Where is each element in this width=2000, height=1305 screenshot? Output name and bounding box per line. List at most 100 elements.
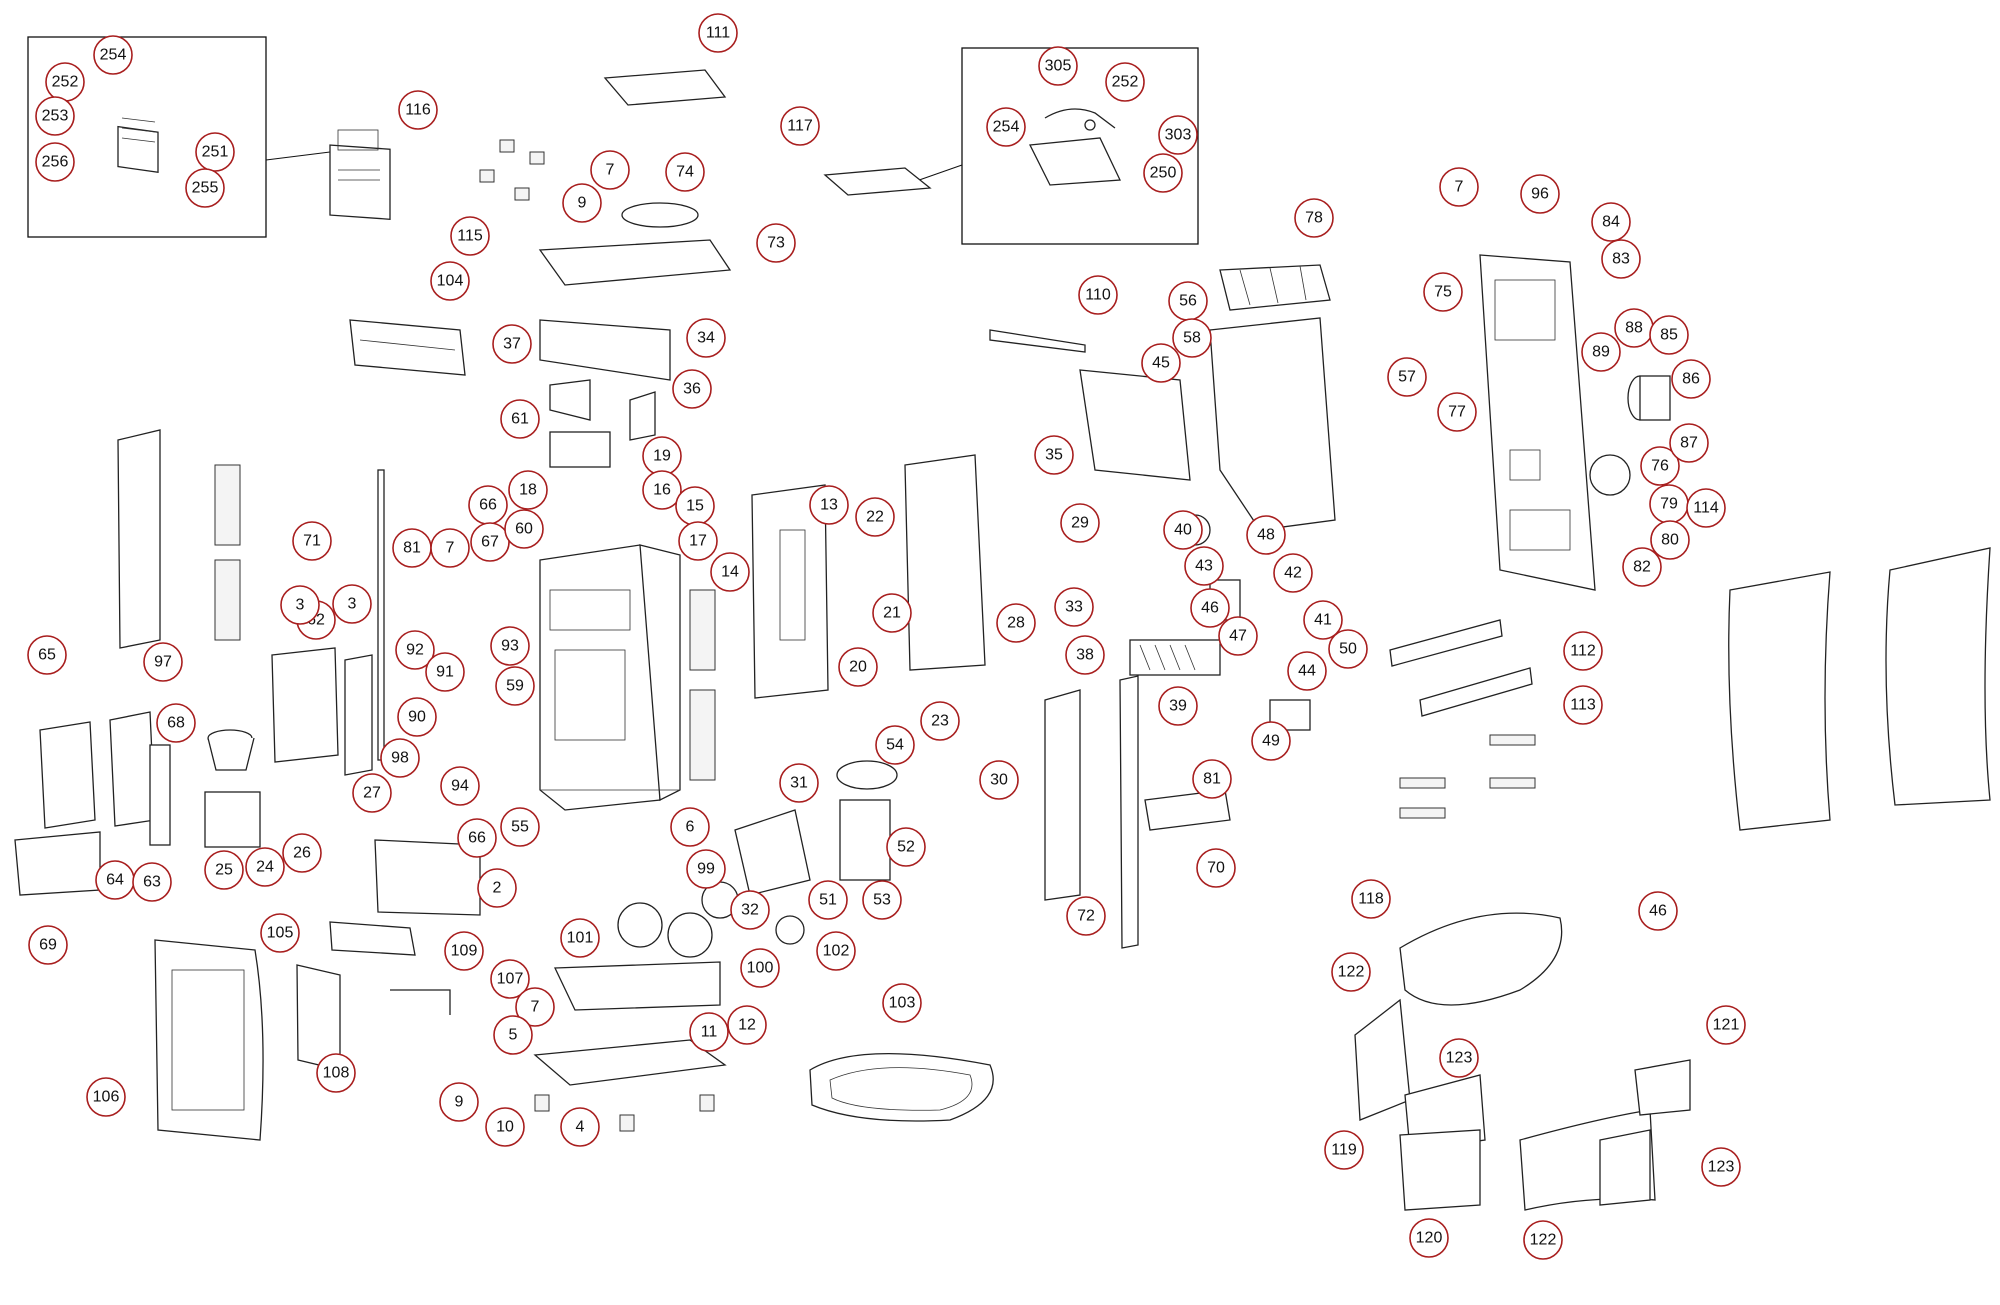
callout-21: 21 [872, 593, 912, 633]
callout-circle [28, 925, 68, 965]
callout-number: 110 [1085, 287, 1111, 304]
callout-circle [920, 701, 960, 741]
callout-82: 82 [1622, 547, 1662, 587]
callout-number: 256 [42, 154, 69, 171]
callout-7: 7 [430, 528, 470, 568]
callout-number: 96 [1531, 186, 1549, 203]
callout-29: 29 [1060, 503, 1100, 543]
callout-circle [1251, 721, 1291, 761]
callout-circle [1105, 62, 1145, 102]
callout-circle [500, 807, 540, 847]
callout-number: 112 [1570, 643, 1596, 660]
callout-circle [500, 399, 540, 439]
callout-7: 7 [1439, 167, 1479, 207]
callout-circle [492, 324, 532, 364]
callout-circle [710, 552, 750, 592]
callout-number: 66 [479, 497, 497, 514]
top-cover-ceramic-part [1399, 912, 1563, 1006]
callout-46: 46 [1638, 891, 1678, 931]
callout-18: 18 [508, 470, 548, 510]
callout-number: 252 [52, 74, 79, 91]
callout-37: 37 [492, 324, 532, 364]
callout-circle [425, 652, 465, 692]
callout-303: 303 [1158, 115, 1198, 155]
callout-circle [316, 1053, 356, 1093]
callout-102: 102 [816, 931, 856, 971]
callout-number: 97 [154, 654, 172, 671]
callout-circle [1423, 272, 1463, 312]
callout-19: 19 [642, 436, 682, 476]
callout-number: 80 [1661, 532, 1679, 549]
callout-number: 113 [1570, 697, 1596, 714]
callout-100: 100 [740, 948, 780, 988]
callout-number: 6 [686, 819, 695, 836]
stove-body-part [539, 544, 681, 811]
callout-number: 91 [436, 664, 454, 681]
callout-circle [590, 150, 630, 190]
callout-56: 56 [1168, 281, 1208, 321]
callout-122: 122 [1331, 952, 1371, 992]
callout-circle [1523, 1220, 1563, 1260]
callout-66: 66 [457, 818, 497, 858]
callout-circle [1158, 686, 1198, 726]
callout-number: 57 [1398, 369, 1416, 386]
callout-254: 254 [93, 35, 133, 75]
callout-93: 93 [490, 626, 530, 666]
callout-88: 88 [1614, 308, 1654, 348]
callout-circle [642, 470, 682, 510]
callout-circle [727, 1005, 767, 1045]
callout-circle [1649, 315, 1689, 355]
callout-circle [1218, 616, 1258, 656]
gasket-part [809, 1053, 994, 1122]
callout-123: 123 [1701, 1147, 1741, 1187]
callout-number: 99 [697, 861, 715, 878]
callout-number: 56 [1179, 293, 1197, 310]
callout-number: 85 [1660, 327, 1678, 344]
callout-32: 32 [730, 890, 770, 930]
callout-number: 3 [348, 596, 357, 613]
callout-11: 11 [689, 1012, 729, 1052]
callout-number: 13 [820, 497, 838, 514]
callout-circle [996, 603, 1036, 643]
callout-number: 84 [1602, 214, 1620, 231]
rail-part [1389, 619, 1536, 819]
callout-circle [1439, 1038, 1479, 1078]
callout-number: 254 [100, 47, 127, 64]
callout-97: 97 [143, 642, 183, 682]
callout-circle [132, 862, 172, 902]
front-door-part [154, 939, 264, 1141]
callout-circle [490, 626, 530, 666]
callout-number: 40 [1174, 522, 1192, 539]
callout-54: 54 [875, 725, 915, 765]
callout-2: 2 [477, 868, 517, 908]
callout-49: 49 [1251, 721, 1291, 761]
callout-number: 45 [1152, 355, 1170, 372]
callout-circle [508, 470, 548, 510]
callout-23: 23 [920, 701, 960, 741]
callout-circle [562, 183, 602, 223]
callout-number: 22 [866, 509, 884, 526]
callout-58: 58 [1172, 318, 1212, 358]
combustion-fan-part [553, 902, 721, 1011]
callout-number: 17 [689, 533, 707, 550]
callout-circle [672, 369, 712, 409]
callout-number: 303 [1165, 127, 1192, 144]
callout-57: 57 [1387, 357, 1427, 397]
callout-number: 19 [653, 448, 671, 465]
callout-number: 89 [1592, 344, 1610, 361]
callout-72: 72 [1066, 896, 1106, 936]
callout-circle [1706, 1005, 1746, 1045]
callout-circle [1669, 423, 1709, 463]
callout-75: 75 [1423, 272, 1463, 312]
callout-circle [855, 497, 895, 537]
callout-59: 59 [495, 666, 535, 706]
callout-251: 251 [195, 132, 235, 172]
callout-circle [430, 261, 470, 301]
control-panel-inset [27, 36, 391, 238]
callout-64: 64 [95, 860, 135, 900]
callout-circle [1066, 896, 1106, 936]
callout-number: 33 [1065, 599, 1083, 616]
callout-12: 12 [727, 1005, 767, 1045]
callout-number: 63 [143, 874, 161, 891]
callout-252: 252 [1105, 62, 1145, 102]
